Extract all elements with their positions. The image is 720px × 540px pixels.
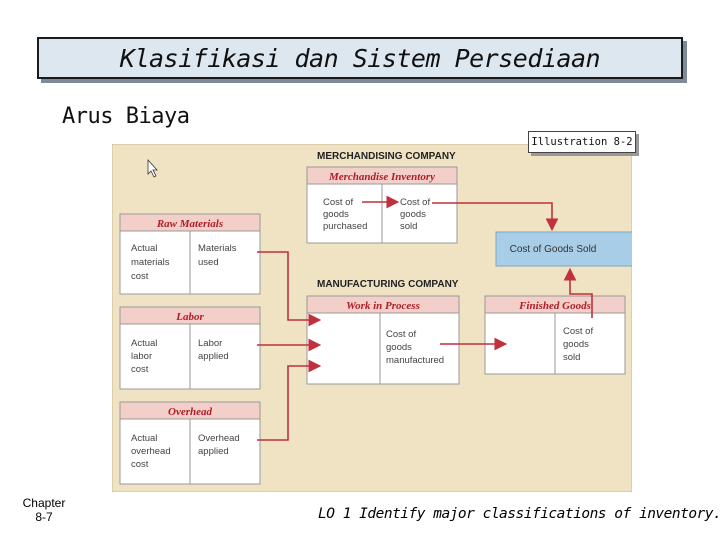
arrow-merch-to-cogs: [432, 202, 559, 232]
svg-text:Overhead applied: Overhead applied: [198, 433, 242, 457]
arrow-materials-to-wip: [257, 251, 322, 327]
cursor-icon: [147, 158, 158, 178]
work-in-process-account: Work in Process Cost of goods manufactur…: [306, 295, 460, 385]
merch-left-line-3: purchased: [323, 221, 367, 232]
svg-text:Cost of goods purc: Cost of goods purchased: [323, 197, 367, 232]
finished-goods-title: Finished Goods: [518, 300, 591, 312]
title-bar: Klasifikasi dan Sistem Persediaan: [37, 37, 683, 79]
raw-right-line-1: Materials: [198, 243, 237, 254]
arrow-fg-to-cogs: [563, 267, 593, 318]
merch-right-line-1: Cost of: [400, 197, 430, 208]
overhead-title: Overhead: [168, 406, 212, 418]
raw-right-line-2: used: [198, 257, 219, 268]
merch-left-line-2: goods: [323, 209, 349, 220]
merch-right-line-2: goods: [400, 209, 426, 220]
svg-text:Cost of goods manu: Cost of goods manufactured: [386, 329, 444, 366]
learning-objective: LO 1 Identify major classifications of i…: [318, 506, 720, 522]
cost-flow-diagram: MERCHANDISING COMPANY MANUFACTURING COMP…: [112, 144, 632, 492]
wip-right-line-1: Cost of: [386, 329, 416, 340]
raw-left-line-2: materials: [131, 257, 170, 268]
merchandise-inventory-title: Merchandise Inventory: [328, 171, 435, 183]
svg-text:Materials used: Materials used: [198, 243, 239, 268]
flow-arrows: [257, 195, 593, 441]
section-subtitle: Arus Biaya: [62, 104, 190, 129]
labor-account: Labor Actual labor cost Labor applied: [119, 306, 261, 390]
finished-goods-account: Finished Goods Cost of goods sold: [484, 295, 626, 375]
chapter-line-2: 8-7: [35, 510, 53, 524]
svg-text:Labor applied: Labor applied: [198, 338, 229, 362]
fg-right-line-1: Cost of: [563, 326, 593, 337]
labor-right-line-1: Labor: [198, 338, 222, 349]
labor-left-line-1: Actual: [131, 338, 157, 349]
wip-right-line-2: goods: [386, 342, 412, 353]
merchandising-heading: MERCHANDISING COMPANY: [317, 151, 456, 162]
labor-left-line-2: labor: [131, 351, 152, 362]
raw-left-line-1: Actual: [131, 243, 157, 254]
manufacturing-heading: MANUFACTURING COMPANY: [317, 279, 459, 290]
arrow-overhead-to-wip: [257, 359, 322, 441]
page-title: Klasifikasi dan Sistem Persediaan: [119, 43, 601, 73]
svg-text:Cost of goods sold: Cost of goods sold: [563, 326, 596, 363]
raw-left-line-3: cost: [131, 271, 149, 282]
labor-left-line-3: cost: [131, 364, 149, 375]
overhead-right-line-2: applied: [198, 446, 229, 457]
labor-title: Labor: [175, 311, 204, 323]
merch-left-line-1: Cost of: [323, 197, 353, 208]
work-in-process-title: Work in Process: [346, 300, 420, 312]
wip-right-line-3: manufactured: [386, 355, 444, 366]
cost-of-goods-sold-box: Cost of Goods Sold: [495, 231, 632, 267]
illustration-label: Illustration 8-2: [528, 131, 636, 153]
chapter-label: Chapter 8-7: [18, 496, 70, 524]
fg-right-line-3: sold: [563, 352, 580, 363]
svg-text:Actual labor cost: Actual labor cost: [131, 338, 160, 375]
fg-right-line-2: goods: [563, 339, 589, 350]
raw-materials-account: Raw Materials Actual materials cost Mate…: [119, 213, 261, 295]
svg-text:Actual overhead co: Actual overhead cost: [131, 433, 173, 470]
merch-right-line-3: sold: [400, 221, 417, 232]
svg-text:Actual materials c: Actual materials cost: [131, 243, 172, 282]
overhead-left-line-1: Actual: [131, 433, 157, 444]
cogs-label: Cost of Goods Sold: [510, 244, 597, 255]
overhead-left-line-3: cost: [131, 459, 149, 470]
overhead-account: Overhead Actual overhead cost Overhead a…: [119, 401, 261, 485]
overhead-left-line-2: overhead: [131, 446, 171, 457]
svg-text:Cost of goods sold: Cost of goods sold: [400, 197, 433, 232]
raw-materials-title: Raw Materials: [156, 218, 223, 230]
chapter-line-1: Chapter: [22, 496, 66, 510]
labor-right-line-2: applied: [198, 351, 229, 362]
overhead-right-line-1: Overhead: [198, 433, 240, 444]
merchandise-inventory-account: Merchandise Inventory Cost of goods purc…: [306, 166, 458, 244]
